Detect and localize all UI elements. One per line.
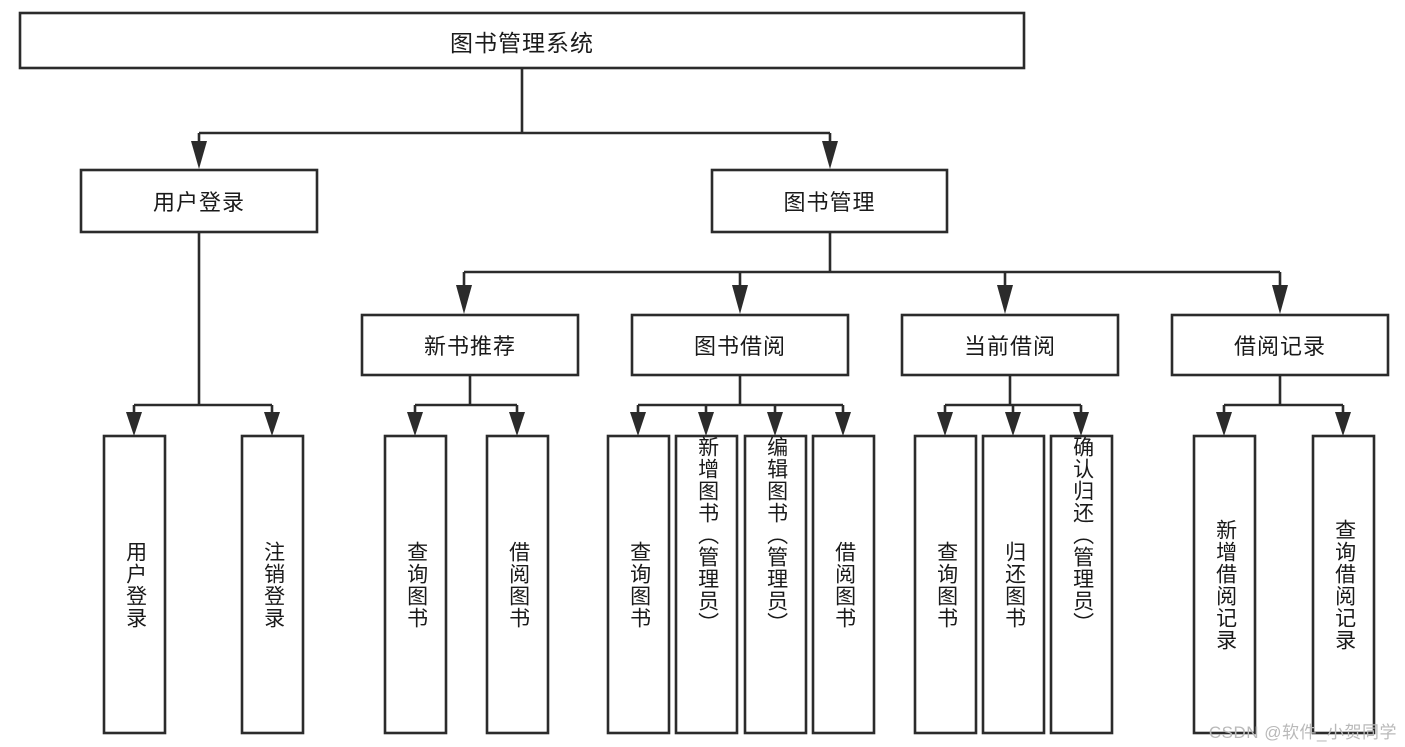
node-current-borrow-box[interactable] bbox=[900, 313, 1120, 377]
arrow-head-nbr-leaf-2 bbox=[509, 412, 525, 436]
arrow-head-borrow-record bbox=[1272, 285, 1288, 314]
leaf-logout-box[interactable] bbox=[240, 434, 305, 735]
node-root-box[interactable] bbox=[18, 11, 1026, 70]
arrow-head-user-login bbox=[191, 141, 207, 169]
arrow-head-bb-leaf-2 bbox=[698, 412, 714, 436]
arrow-head-br-leaf-1 bbox=[1216, 412, 1232, 436]
arrow-head-current-borrow bbox=[997, 285, 1013, 314]
node-book-borrow-box[interactable] bbox=[630, 313, 850, 377]
arrow-head-leaf-logout bbox=[264, 412, 280, 436]
leaf-user-login-box[interactable] bbox=[102, 434, 167, 735]
leaf-br-query-record-box[interactable] bbox=[1311, 434, 1376, 735]
arrow-head-bb-leaf-4 bbox=[835, 412, 851, 436]
leaf-bb-query-book-box[interactable] bbox=[606, 434, 671, 735]
arrow-head-cb-leaf-2 bbox=[1005, 412, 1021, 436]
leaf-bb-add-book-box[interactable] bbox=[674, 434, 739, 735]
arrow-head-leaf-user-login bbox=[126, 412, 142, 436]
arrow-head-br-leaf-2 bbox=[1335, 412, 1351, 436]
arrow-head-new-book-recommend bbox=[456, 285, 472, 314]
arrow-head-nbr-leaf-1 bbox=[407, 412, 423, 436]
leaf-cb-query-book-box[interactable] bbox=[913, 434, 978, 735]
leaf-cb-confirm-return-box[interactable] bbox=[1049, 434, 1114, 735]
arrow-head-book-borrow bbox=[732, 285, 748, 314]
arrow-head-cb-leaf-3 bbox=[1073, 412, 1089, 436]
arrow-head-book-manage bbox=[822, 141, 838, 169]
arrow-head-cb-leaf-1 bbox=[937, 412, 953, 436]
node-user-login-box[interactable] bbox=[79, 168, 319, 234]
leaf-cb-return-book-box[interactable] bbox=[981, 434, 1046, 735]
leaf-br-add-record-box[interactable] bbox=[1192, 434, 1257, 735]
node-new-book-recommend-box[interactable] bbox=[360, 313, 580, 377]
leaf-bb-borrow-book-box[interactable] bbox=[811, 434, 876, 735]
node-book-manage-box[interactable] bbox=[710, 168, 949, 234]
leaf-bb-edit-book-box[interactable] bbox=[743, 434, 808, 735]
leaf-nbr-query-book-box[interactable] bbox=[383, 434, 448, 735]
arrow-head-bb-leaf-3 bbox=[767, 412, 783, 436]
node-borrow-record-box[interactable] bbox=[1170, 313, 1390, 377]
leaf-nbr-borrow-book-box[interactable] bbox=[485, 434, 550, 735]
arrow-head-bb-leaf-1 bbox=[630, 412, 646, 436]
